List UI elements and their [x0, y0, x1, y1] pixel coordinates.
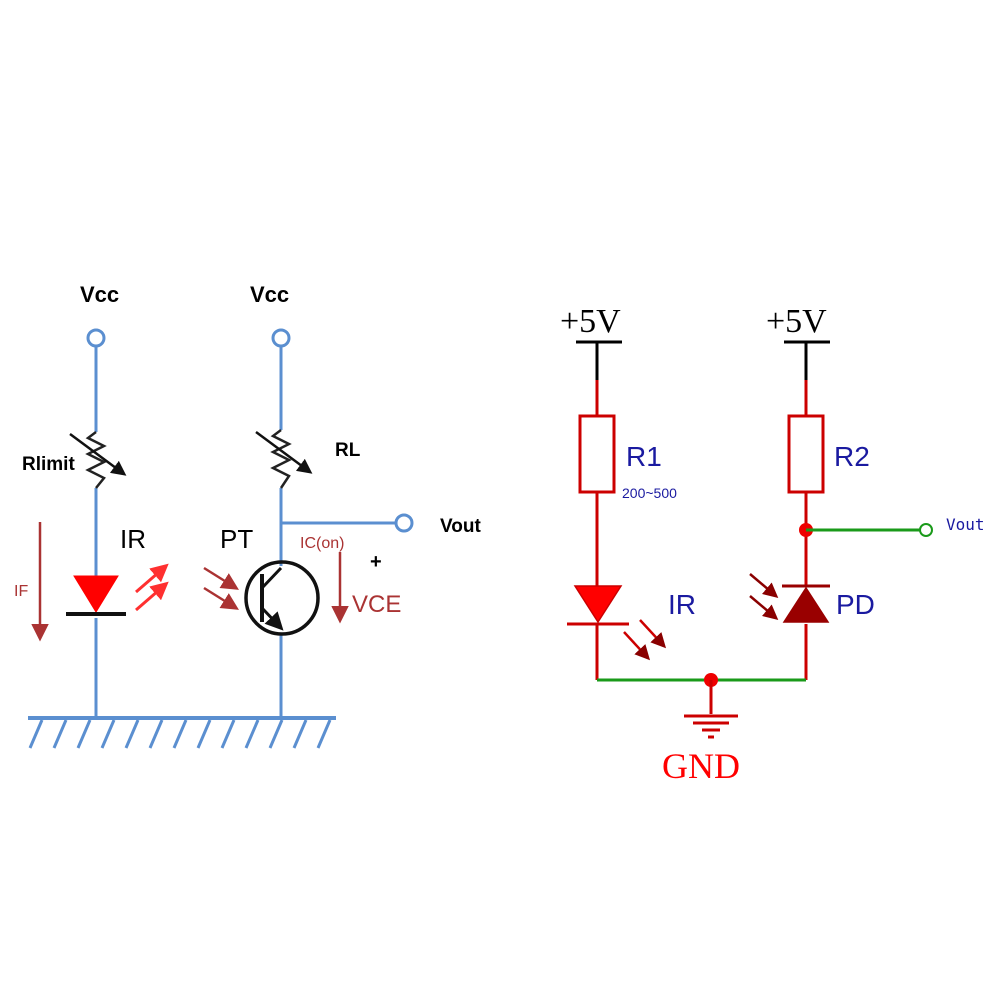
vce-label: VCE — [352, 591, 401, 618]
ir-emit-arrow-r2 — [639, 619, 667, 649]
vcc-terminal-2 — [271, 328, 291, 348]
pt-emitter-lead — [260, 606, 284, 631]
right-circuit: +5V +5V R1 200~500 IR R2 Vout — [560, 303, 985, 786]
r1-resistor — [578, 414, 616, 494]
r-load-adjust-arrow — [255, 430, 313, 474]
if-label: IF — [14, 583, 28, 600]
r-load-resistor — [270, 429, 292, 489]
ir-emission-arrow-2 — [135, 581, 169, 612]
vout-label-left: Vout — [440, 516, 481, 537]
pd-label: PD — [836, 589, 875, 620]
pt-light-arrow-2 — [203, 586, 239, 610]
ir-label-left: IR — [120, 524, 146, 554]
pt-collector-lead — [260, 566, 283, 590]
gnd-label: GND — [662, 746, 740, 786]
r1-label: R1 — [626, 441, 662, 472]
r-limit-resistor — [85, 431, 107, 489]
ir-emission-arrow-1 — [135, 563, 169, 594]
ir-led-icon-right — [573, 585, 623, 624]
pd-light-arrow-1 — [749, 573, 779, 598]
pt-label: PT — [220, 524, 253, 554]
r2-label: R2 — [834, 441, 870, 472]
ir-label-right: IR — [668, 589, 696, 620]
ground-hatching — [28, 719, 332, 749]
vcc-label-2: Vcc — [250, 282, 289, 307]
photodiode-icon — [782, 586, 830, 623]
vout-terminal-right — [919, 523, 933, 537]
ic-on-label: IC(on) — [300, 535, 344, 552]
pd-light-arrow-2 — [749, 595, 779, 620]
r2-resistor — [787, 414, 825, 494]
phototransistor-icon — [244, 560, 320, 636]
r-limit-adjust-arrow — [69, 432, 127, 476]
r-load-label: RL — [335, 440, 361, 461]
supply-label-1: +5V — [560, 303, 621, 340]
vout-terminal-left — [394, 513, 414, 533]
ir-emit-arrow-r1 — [623, 631, 651, 661]
left-circuit: Vcc Vcc Rlimit IR IF RL Vout — [14, 282, 481, 749]
r-limit-label: Rlimit — [22, 454, 75, 475]
vcc-label-1: Vcc — [80, 282, 119, 307]
vout-label-right: Vout — [946, 515, 985, 534]
plus-label: + — [370, 551, 382, 573]
vcc-terminal-1 — [86, 328, 106, 348]
supply-label-2: +5V — [766, 303, 827, 340]
ir-led-icon — [73, 575, 119, 613]
r1-value: 200~500 — [622, 485, 677, 501]
pt-light-arrow-1 — [203, 566, 239, 590]
